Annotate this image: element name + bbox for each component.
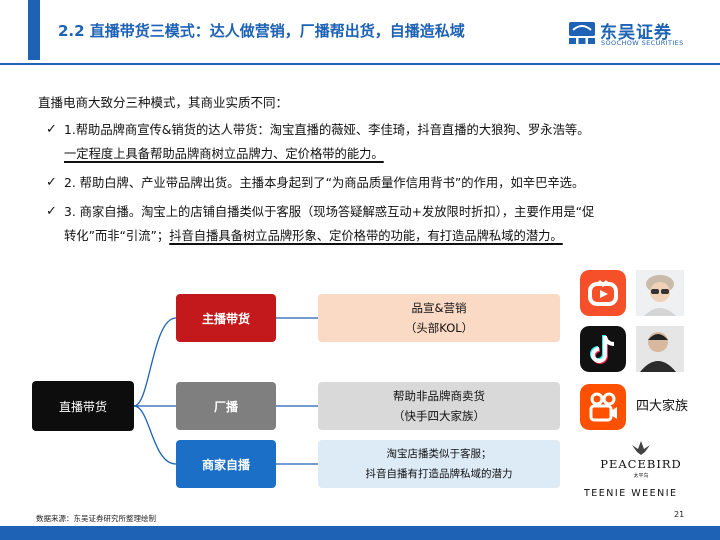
influencer-photo-1 [636,270,684,316]
category-merchant-box: 商家自播 [176,440,276,488]
peacebird-name: PEACEBIRD [600,457,682,471]
peacebird-logo: PEACEBIRD 太平鸟 [596,439,686,487]
description-line: 品宣&营销 [411,301,467,315]
check-icon: ✓ [46,122,57,137]
kuaishou-icon [580,384,626,430]
teenie-weenie-logo: TEENIE WEENIE [584,488,678,499]
bullet-2: 2. 帮助白牌、产业带品牌出货。主播本身起到了“为商品质量作信用背书”的作用，如… [64,171,704,195]
bullet-3-line-1: 3. 商家自播。淘宝上的店铺自播类似于客服（现场答疑解惑互动+发放限时折扣），主… [64,205,595,219]
intro-text: 直播电商大致分三种模式，其商业实质不同： [38,95,289,110]
bullet-2-line-1: 2. 帮助白牌、产业带品牌出货。主播本身起到了“为商品质量作信用背书”的作用，如… [64,176,585,190]
influencer-photo-2 [636,326,684,372]
bullet-3: 3. 商家自播。淘宝上的店铺自播类似于客服（现场答疑解惑互动+发放限时折扣），主… [64,200,704,248]
kuaishou-label: 四大家族 [636,399,689,414]
header-accent-bar [28,0,40,60]
logo-english-text: SOOCHOW SECURITIES [601,39,684,47]
description-line: 抖音自播有打造品牌私域的潜力 [365,468,513,480]
bullet-3-line-2-plain: 转化”而非“引流”； [64,229,170,243]
description-line: （头部KOL） [404,321,474,335]
check-icon: ✓ [46,204,57,219]
peacebird-bird-icon [632,441,650,455]
page-title: 2.2 直播带货三模式：达人做营销，厂播帮出货，自播造私域 [58,22,465,40]
description-factory-box: 帮助非品牌商卖货 （快手四大家族） [318,382,560,430]
douyin-icon [580,326,626,372]
category-factory-box: 厂播 [176,382,276,430]
description-merchant-box: 淘宝店播类似于客服； 抖音自播有打造品牌私域的潜力 [318,440,560,488]
category-anchor-box: 主播带货 [176,294,276,342]
logo-chinese-text: 东吴证券 [600,23,672,43]
description-line: 帮助非品牌商卖货 [393,389,485,403]
bullet-1: 1.帮助品牌商宣传&销货的达人带货：淘宝直播的薇娅、李佳琦，抖音直播的大狼狗、罗… [64,118,704,166]
bullet-3-line-2-underlined: 抖音自播具备树立品牌形象、定价格带的功能，有打造品牌私域的潜力。 [169,229,563,243]
connector-root-merchant [133,405,177,465]
soochow-logo-icon [569,22,595,44]
diagram-root-box: 直播带货 [32,381,134,431]
company-logo: 东吴证券 SOOCHOW SECURITIES [568,18,690,50]
bullet-1-line-1: 1.帮助品牌商宣传&销货的达人带货：淘宝直播的薇娅、李佳琦，抖音直播的大狼狗、罗… [64,123,590,137]
data-source-note: 数据来源：东吴证券研究所整理绘制 [36,514,156,523]
bullet-1-line-2: 一定程度上具备帮助品牌商树立品牌力、定价格带的能力。 [64,147,384,161]
xigua-video-icon [580,270,626,316]
footer-bar [0,526,720,540]
check-icon: ✓ [46,175,57,190]
page-number: 21 [674,510,685,519]
description-anchor-box: 品宣&营销 （头部KOL） [318,294,560,342]
peacebird-chinese-name: 太平鸟 [633,473,649,479]
description-line: 淘宝店播类似于客服； [386,448,492,460]
header-divider [0,63,720,65]
description-line: （快手四大家族） [393,409,485,423]
connector-root-anchor [133,317,177,407]
